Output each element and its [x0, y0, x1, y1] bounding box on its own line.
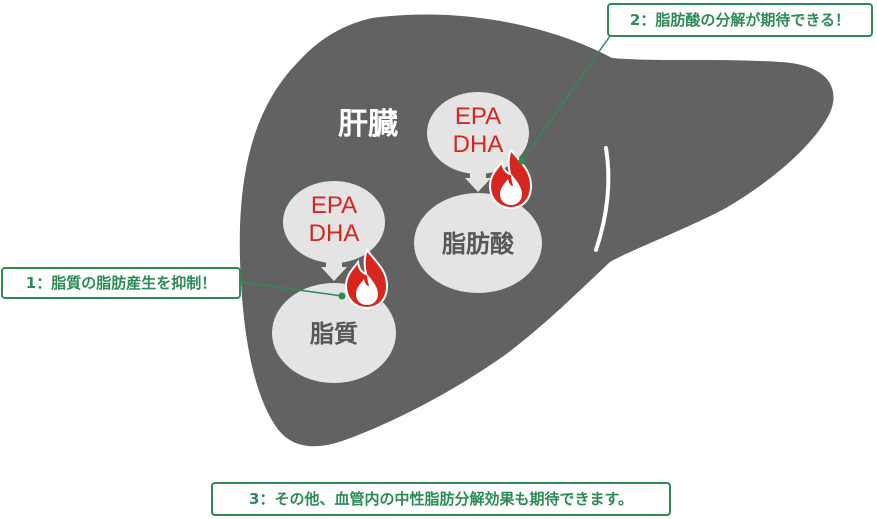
flame-icon: [344, 248, 389, 310]
supplement-top-line1: EPA: [455, 103, 501, 130]
liver-crease: [594, 146, 611, 252]
callout-1-leader: [239, 281, 343, 297]
callout-fatty-acid-breakdown: 2：脂肪酸の分解が期待できる！: [607, 3, 873, 37]
supplement-bubble-top: EPA DHA: [427, 92, 529, 192]
fatty-acid-label: 脂肪酸: [442, 230, 515, 258]
callout-2-leader: [521, 35, 611, 162]
fat-label: 脂質: [310, 320, 358, 348]
callout-fat-suppression: 1：脂質の脂肪産生を抑制！: [1, 267, 241, 299]
callout-other-effects: 3：その他、血管内の中性脂肪分解効果も期待できます。: [211, 482, 671, 516]
organ-title: 肝臓: [338, 107, 398, 142]
flame-icon: [488, 148, 533, 210]
supplement-bottom-line1: EPA: [311, 192, 357, 219]
supplement-top-line2: DHA: [453, 131, 504, 158]
callout-2-dot: [518, 157, 526, 165]
fatty-acid-node: 脂肪酸: [414, 193, 542, 293]
supplement-bubble-bottom: EPA DHA: [283, 181, 385, 281]
supplement-bottom-line2: DHA: [309, 220, 360, 247]
callout-1-dot: [338, 292, 346, 300]
